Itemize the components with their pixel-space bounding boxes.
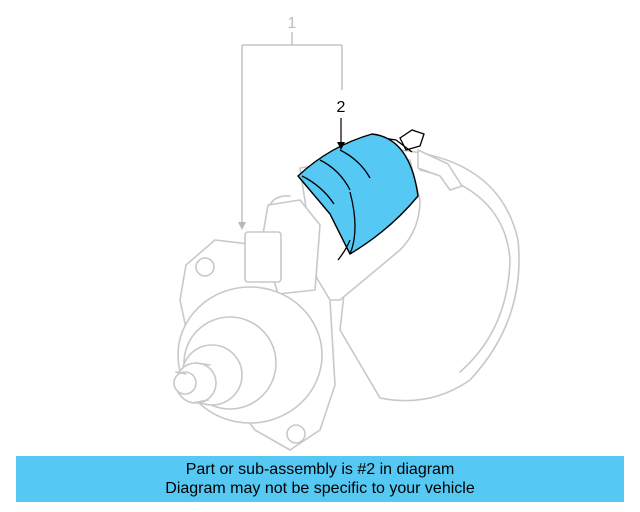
info-banner: Part or sub-assembly is #2 in diagram Di… [16, 456, 624, 502]
banner-line-2: Diagram may not be specific to your vehi… [165, 480, 475, 497]
callout-1: 1 [238, 15, 343, 230]
starter-motor-diagram: 1 2 [173, 15, 520, 451]
callout-number-2: 2 [337, 99, 346, 116]
callout-2: 2 [337, 99, 346, 150]
part-2-solenoid [297, 129, 425, 261]
callout-number-1: 1 [288, 15, 297, 32]
banner-line-1: Part or sub-assembly is #2 in diagram [185, 461, 455, 478]
